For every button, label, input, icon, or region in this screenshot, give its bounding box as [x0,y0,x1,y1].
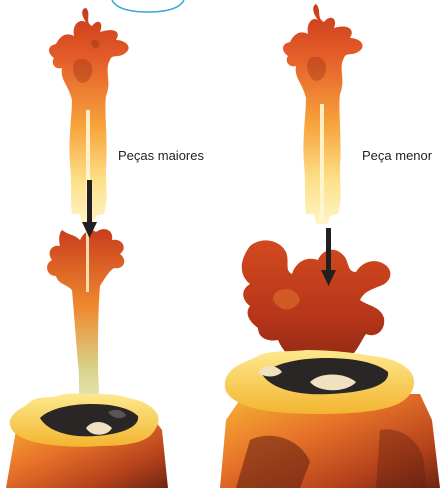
left-assembly [6,8,168,488]
badge-outline-icon [112,0,184,12]
left-mid-flame-piece [47,229,124,404]
larger-pieces-label: Peças maiores [118,148,204,163]
right-burst-flame-piece [242,240,391,364]
smaller-piece-label: Peça menor [362,148,432,163]
